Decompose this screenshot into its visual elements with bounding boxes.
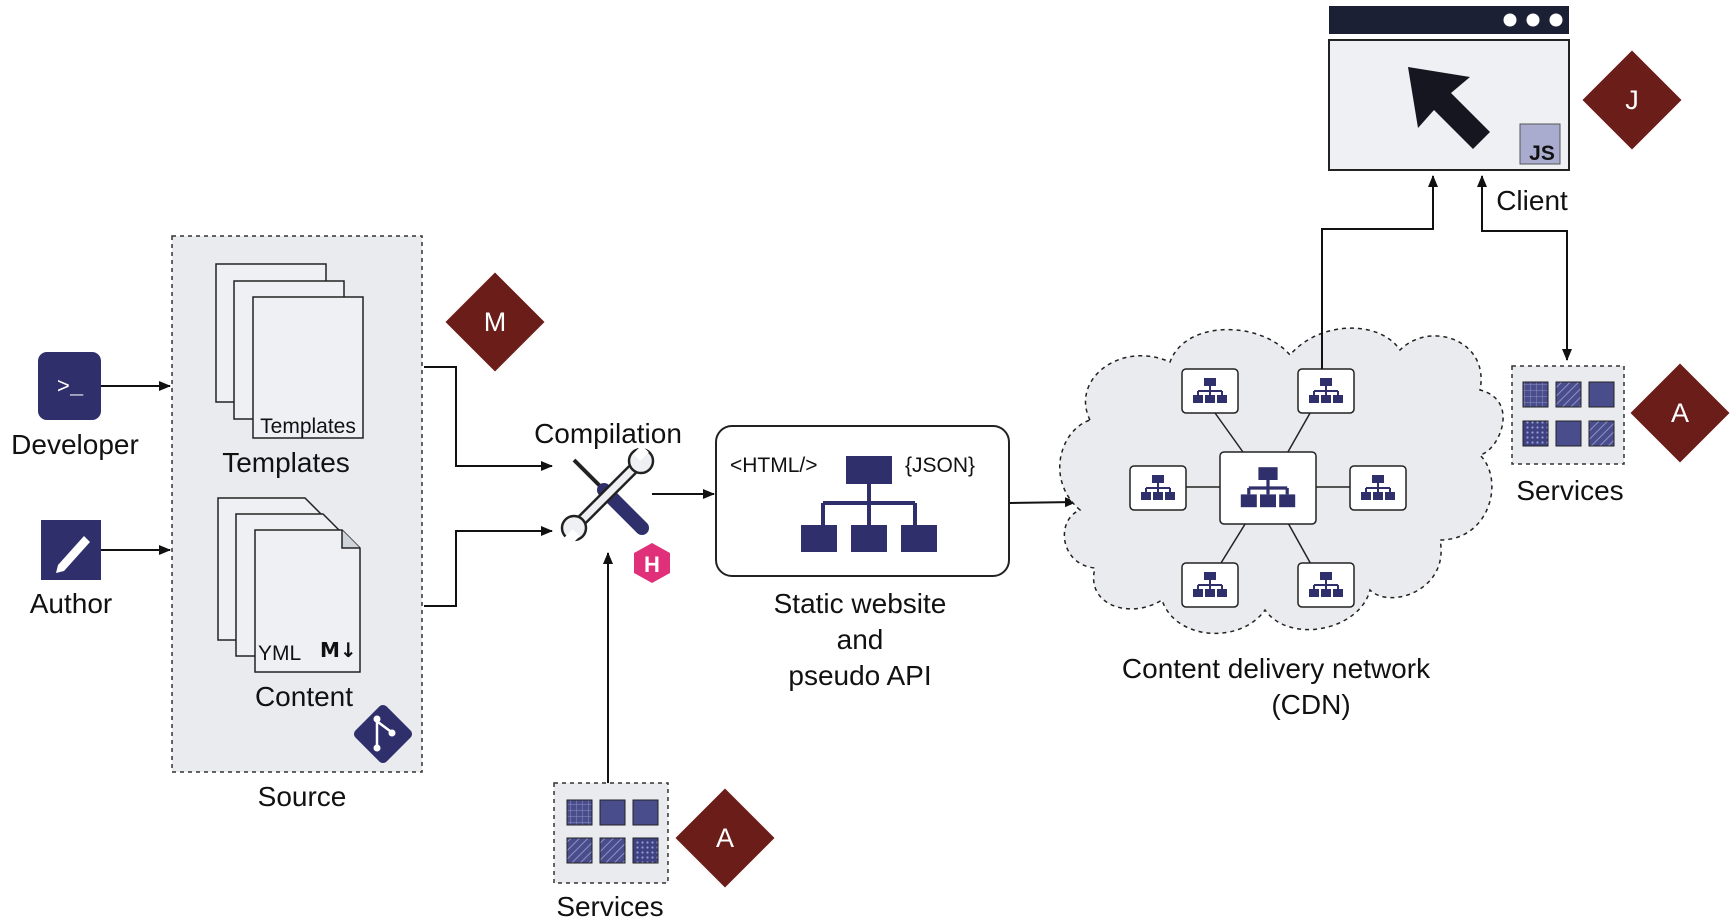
output-to-cdn-arrow bbox=[1009, 497, 1077, 508]
hugo-icon: H bbox=[634, 543, 670, 583]
developer-label: Developer bbox=[11, 429, 139, 460]
developer-actor: >_ Developer bbox=[11, 352, 139, 460]
cdn-nodes bbox=[1129, 368, 1407, 608]
cdn-edge-node bbox=[1349, 465, 1407, 511]
cdn-label-1: Content delivery network bbox=[1122, 653, 1431, 684]
output-caption-3: pseudo API bbox=[788, 660, 931, 691]
sitemap-icon bbox=[801, 456, 937, 552]
templates-label: Templates bbox=[222, 447, 350, 478]
services-right-panel bbox=[1511, 365, 1625, 465]
cursor-arrow-icon bbox=[1408, 67, 1490, 149]
svg-text:M: M bbox=[484, 307, 507, 337]
tools-icon bbox=[560, 445, 655, 545]
cdn-to-client-arrow bbox=[1321, 175, 1438, 369]
svg-text:A: A bbox=[716, 823, 734, 853]
markdown-icon: M↓ bbox=[320, 638, 357, 662]
cdn-edge-node bbox=[1297, 368, 1355, 414]
client-window: JS bbox=[1328, 6, 1570, 171]
cdn-edge-node bbox=[1297, 562, 1355, 608]
pencil-icon bbox=[41, 520, 101, 580]
yml-label: YML bbox=[258, 642, 301, 665]
js-label: JS bbox=[1529, 142, 1555, 165]
output-caption-2: and bbox=[837, 624, 884, 655]
author-label: Author bbox=[30, 588, 113, 619]
badge-a-bottom: A bbox=[675, 788, 775, 888]
content-stack: YML M↓ bbox=[217, 497, 361, 673]
js-icon bbox=[1519, 123, 1561, 165]
source-label: Source bbox=[258, 781, 347, 812]
badge-m: M bbox=[445, 272, 545, 372]
badge-j: J bbox=[1582, 50, 1682, 150]
terminal-glyph: >_ bbox=[57, 375, 84, 400]
svg-text:J: J bbox=[1625, 85, 1639, 115]
terminal-icon bbox=[38, 352, 101, 420]
templates-to-compilation-arrow bbox=[424, 366, 553, 471]
json-tag: {JSON} bbox=[905, 454, 975, 477]
client-label: Client bbox=[1496, 185, 1568, 216]
content-label: Content bbox=[255, 681, 353, 712]
window-dot-3 bbox=[1549, 13, 1563, 27]
services-bottom-label: Services bbox=[556, 891, 663, 922]
cdn-edge-node bbox=[1129, 465, 1187, 511]
compilation-label: Compilation bbox=[534, 418, 682, 449]
svg-text:A: A bbox=[1671, 398, 1689, 428]
badge-a-right: A bbox=[1630, 363, 1730, 463]
content-to-compilation-arrow bbox=[424, 526, 553, 607]
cdn-edge-node bbox=[1181, 562, 1239, 608]
templates-doc-label: Templates bbox=[260, 415, 356, 438]
author-actor: Author bbox=[30, 520, 113, 619]
html-tag: <HTML/> bbox=[730, 454, 818, 477]
git-branch-icon bbox=[353, 704, 413, 764]
window-dot-2 bbox=[1526, 13, 1540, 27]
cdn-central-node bbox=[1219, 451, 1317, 525]
client-services-arrow bbox=[1477, 175, 1568, 353]
cdn-edge-node bbox=[1181, 368, 1239, 414]
templates-stack: Templates bbox=[215, 263, 364, 439]
window-dot-1 bbox=[1503, 13, 1517, 27]
source-panel: Templates Templates YML M↓ Content bbox=[171, 235, 423, 773]
services-bottom-panel bbox=[553, 782, 669, 884]
services-right-label: Services bbox=[1516, 475, 1623, 506]
cdn-label-2: (CDN) bbox=[1271, 689, 1350, 720]
svg-text:H: H bbox=[644, 552, 660, 577]
static-site-box: <HTML/> {JSON} bbox=[715, 425, 1010, 577]
output-caption-1: Static website bbox=[774, 588, 947, 619]
